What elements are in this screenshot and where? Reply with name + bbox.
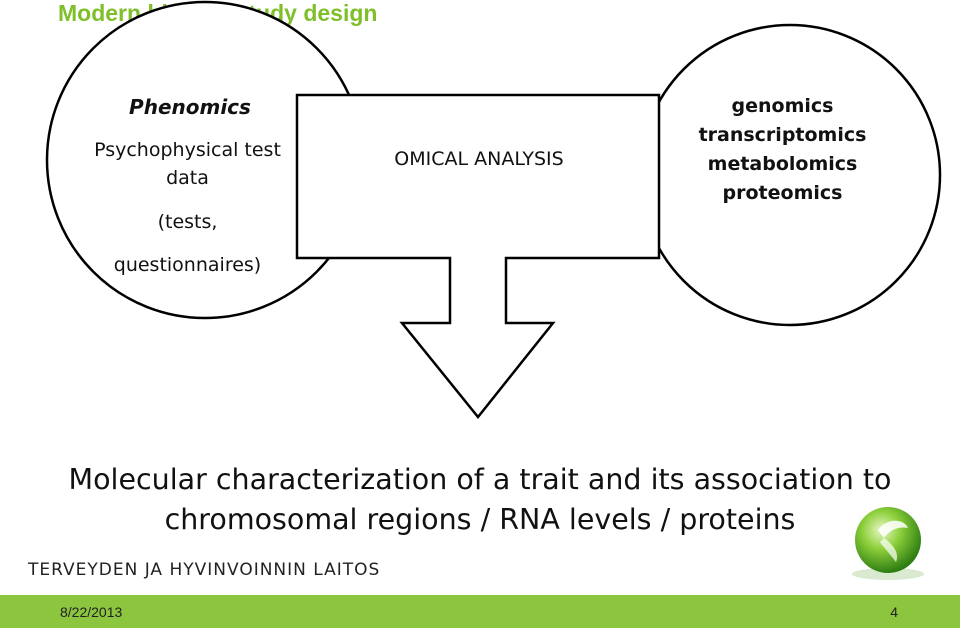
phenomics-line-1: Psychophysical test [94, 139, 281, 161]
footer-page-number: 4 [890, 604, 898, 620]
omical-analysis-label: OMICAL ANALYSIS [394, 148, 564, 170]
conclusion-line-1: Molecular characterization of a trait an… [68, 463, 892, 496]
footer-bar: 8/22/2013 4 [0, 595, 960, 628]
omics-item-transcriptomics: transcriptomics [698, 124, 867, 146]
footer-date: 8/22/2013 [60, 604, 123, 620]
omics-item-genomics: genomics [731, 95, 834, 117]
phenomics-line-3: (tests, [157, 211, 218, 233]
omics-item-metabolomics: metabolomics [707, 153, 858, 175]
phenomics-line-2: data [166, 167, 209, 189]
phenomics-line-4: questionnaires) [113, 254, 262, 276]
organization-name: TERVEYDEN JA HYVINVOINNIN LAITOS [28, 560, 381, 580]
conclusion-line-2: chromosomal regions / RNA levels / prote… [164, 503, 796, 536]
omics-item-proteomics: proteomics [722, 182, 843, 204]
right-circle [638, 23, 942, 327]
phenomics-heading: Phenomics [129, 95, 251, 119]
green-sphere-logo-icon [852, 507, 924, 580]
conclusion-text: Molecular characterization of a trait an… [60, 460, 900, 540]
center-box-with-down-arrow [295, 93, 661, 419]
